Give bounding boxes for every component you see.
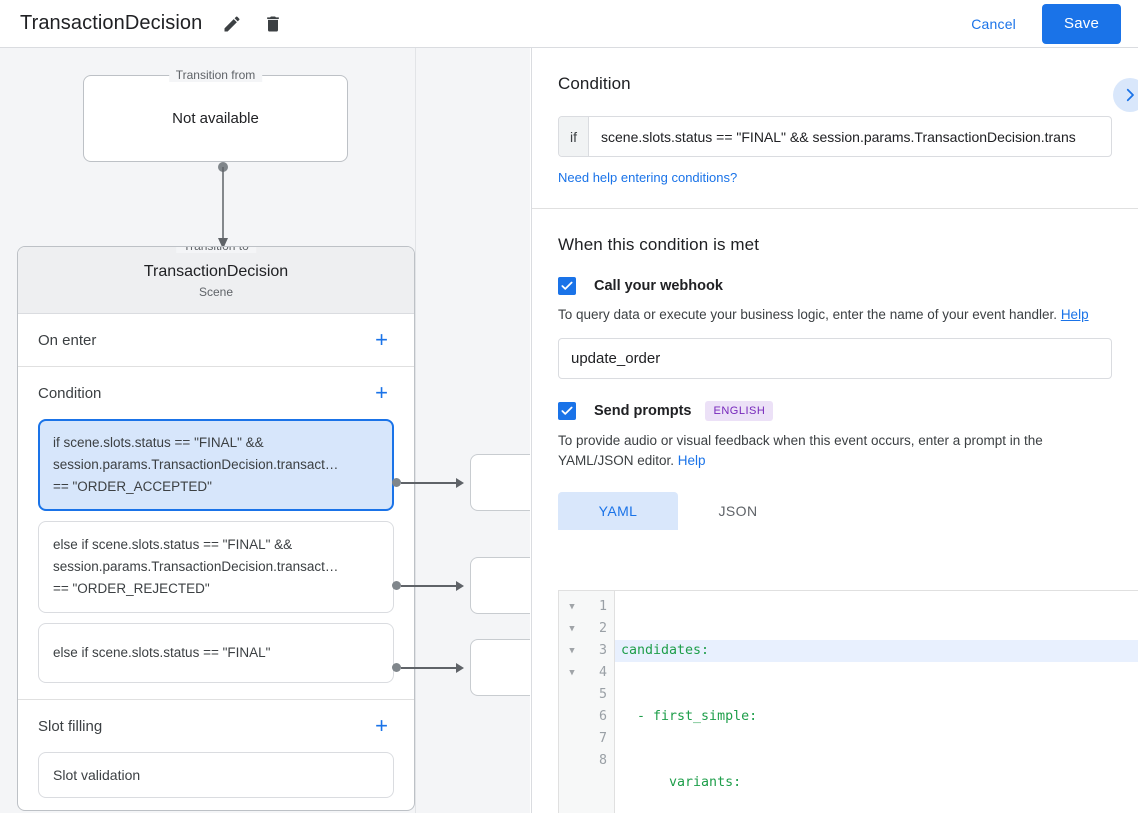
condition-list-item[interactable]: else if scene.slots.status == "FINAL"	[38, 623, 394, 683]
tab-json[interactable]: JSON	[718, 503, 758, 519]
cancel-button[interactable]: Cancel	[959, 8, 1028, 40]
send-prompts-checkbox[interactable]	[558, 402, 576, 420]
trash-icon[interactable]	[261, 12, 285, 36]
condition-connector-line	[401, 482, 456, 484]
condition-connector-dot	[392, 663, 401, 672]
send-prompts-row[interactable]: Send prompts ENGLISH	[558, 401, 1112, 421]
condition-connector-dot	[392, 478, 401, 487]
scene-type: Scene	[198, 285, 234, 299]
app-header: TransactionDecision Cancel Save	[0, 0, 1138, 48]
section-label-slot-filling: Slot filling	[38, 717, 103, 735]
transition-from-value: Not available	[172, 110, 259, 127]
condition-connector-arrowhead	[456, 478, 464, 488]
editor-format-tabs: YAML JSON	[558, 492, 1112, 530]
editor-code-area[interactable]: candidates: - first_simple: variants: - …	[615, 591, 1138, 813]
condition-expression-input[interactable]	[589, 117, 1111, 156]
scene-header: TransactionDecision Scene	[18, 247, 414, 314]
condition-line: session.params.TransactionDecision.trans…	[53, 559, 339, 574]
condition-expression-row[interactable]: if	[558, 116, 1112, 157]
pencil-icon[interactable]	[220, 12, 244, 36]
editor-fold-gutter[interactable]: ▼ ▼ ▼ ▼	[559, 591, 585, 813]
transition-connector-arrow	[218, 162, 228, 249]
line-number: 8	[598, 753, 607, 768]
add-condition-button[interactable]: +	[375, 380, 388, 405]
transition-from-card: Transition from Not available	[83, 68, 348, 162]
condition-connector-dot	[392, 581, 401, 590]
save-button[interactable]: Save	[1042, 3, 1121, 44]
transition-target-stub[interactable]	[470, 454, 530, 511]
transition-target-stub[interactable]	[470, 639, 530, 696]
line-number: 1	[598, 599, 607, 614]
condition-help-link[interactable]: Need help entering conditions?	[558, 170, 738, 185]
webhook-hint-text: To query data or execute your business l…	[558, 307, 1061, 322]
condition-list-item[interactable]: else if scene.slots.status == "FINAL" &&…	[38, 521, 394, 613]
prompts-help-link[interactable]: Help	[677, 453, 706, 468]
code-line: - first_simple:	[621, 709, 758, 724]
section-slot-filling: Slot filling + Slot validation	[18, 700, 414, 798]
condition-line: == "ORDER_ACCEPTED"	[53, 479, 212, 494]
canvas-vertical-rule	[415, 48, 416, 813]
send-prompts-label: Send prompts	[594, 403, 692, 419]
tab-yaml[interactable]: YAML	[558, 492, 678, 530]
transition-to-legend: Transition to	[176, 247, 256, 253]
code-line: variants:	[621, 775, 742, 790]
when-condition-met-heading: When this condition is met	[558, 235, 760, 254]
section-label-condition: Condition	[38, 384, 102, 402]
scene-graph-canvas[interactable]: Transition from Not available Transition…	[0, 48, 530, 813]
line-number: 6	[598, 709, 607, 724]
fold-toggle-icon[interactable]: ▼	[569, 646, 575, 656]
condition-connector-arrowhead	[456, 581, 464, 591]
call-webhook-row[interactable]: Call your webhook	[558, 277, 1112, 295]
condition-heading: Condition	[558, 74, 631, 93]
section-label-on-enter: On enter	[38, 331, 97, 349]
section-condition: Condition + if scene.slots.status == "FI…	[18, 367, 414, 700]
editor-line-numbers: 1 2 3 4 5 6 7 8	[585, 591, 615, 813]
transition-from-legend: Transition from	[168, 68, 263, 82]
prompts-hint: To provide audio or visual feedback when…	[558, 431, 1112, 471]
webhook-hint: To query data or execute your business l…	[558, 305, 1112, 325]
add-on-enter-button[interactable]: +	[375, 327, 388, 352]
when-condition-met-section: When this condition is met Call your web…	[532, 209, 1138, 530]
condition-line: == "ORDER_REJECTED"	[53, 581, 210, 596]
code-line: candidates:	[615, 640, 1138, 662]
condition-line: session.params.TransactionDecision.trans…	[53, 457, 339, 472]
condition-line: if scene.slots.status == "FINAL" &&	[53, 435, 264, 450]
page-title: TransactionDecision	[20, 12, 203, 34]
condition-connector-arrowhead	[456, 663, 464, 673]
condition-connector-line	[401, 585, 456, 587]
yaml-code-editor[interactable]: ▼ ▼ ▼ ▼ 1 2 3 4 5 6 7 8 candidates: - fi…	[558, 590, 1138, 813]
call-webhook-label: Call your webhook	[594, 278, 723, 294]
transition-to-card: Transition to TransactionDecision Scene …	[17, 246, 415, 811]
fold-toggle-icon[interactable]: ▼	[569, 668, 575, 678]
prompts-hint-text: To provide audio or visual feedback when…	[558, 433, 1043, 468]
line-number: 5	[598, 687, 607, 702]
language-badge: ENGLISH	[705, 401, 774, 421]
event-handler-input[interactable]	[558, 338, 1112, 379]
condition-details-panel: Condition if Need help entering conditio…	[531, 48, 1138, 813]
add-slot-filling-button[interactable]: +	[375, 713, 388, 738]
scene-name: TransactionDecision	[143, 263, 289, 280]
condition-line: else if scene.slots.status == "FINAL" &&	[53, 537, 293, 552]
line-number: 2	[598, 621, 607, 636]
fold-toggle-icon[interactable]: ▼	[569, 602, 575, 612]
chevron-right-icon[interactable]	[1113, 78, 1138, 112]
transition-target-stub[interactable]	[470, 557, 530, 614]
line-number: 7	[598, 731, 607, 746]
call-webhook-checkbox[interactable]	[558, 277, 576, 295]
fold-toggle-icon[interactable]: ▼	[569, 624, 575, 634]
condition-list-item[interactable]: if scene.slots.status == "FINAL" && sess…	[38, 419, 394, 511]
slot-validation-item[interactable]: Slot validation	[38, 752, 394, 798]
webhook-help-link[interactable]: Help	[1060, 307, 1089, 322]
condition-connector-line	[401, 667, 456, 669]
condition-section: Condition if Need help entering conditio…	[532, 48, 1138, 187]
if-tag-label: if	[559, 117, 589, 156]
condition-line: else if scene.slots.status == "FINAL"	[53, 645, 271, 660]
section-on-enter: On enter +	[18, 314, 414, 367]
panel-divider	[532, 208, 1138, 209]
line-number: 4	[598, 665, 607, 680]
line-number: 3	[598, 643, 607, 658]
